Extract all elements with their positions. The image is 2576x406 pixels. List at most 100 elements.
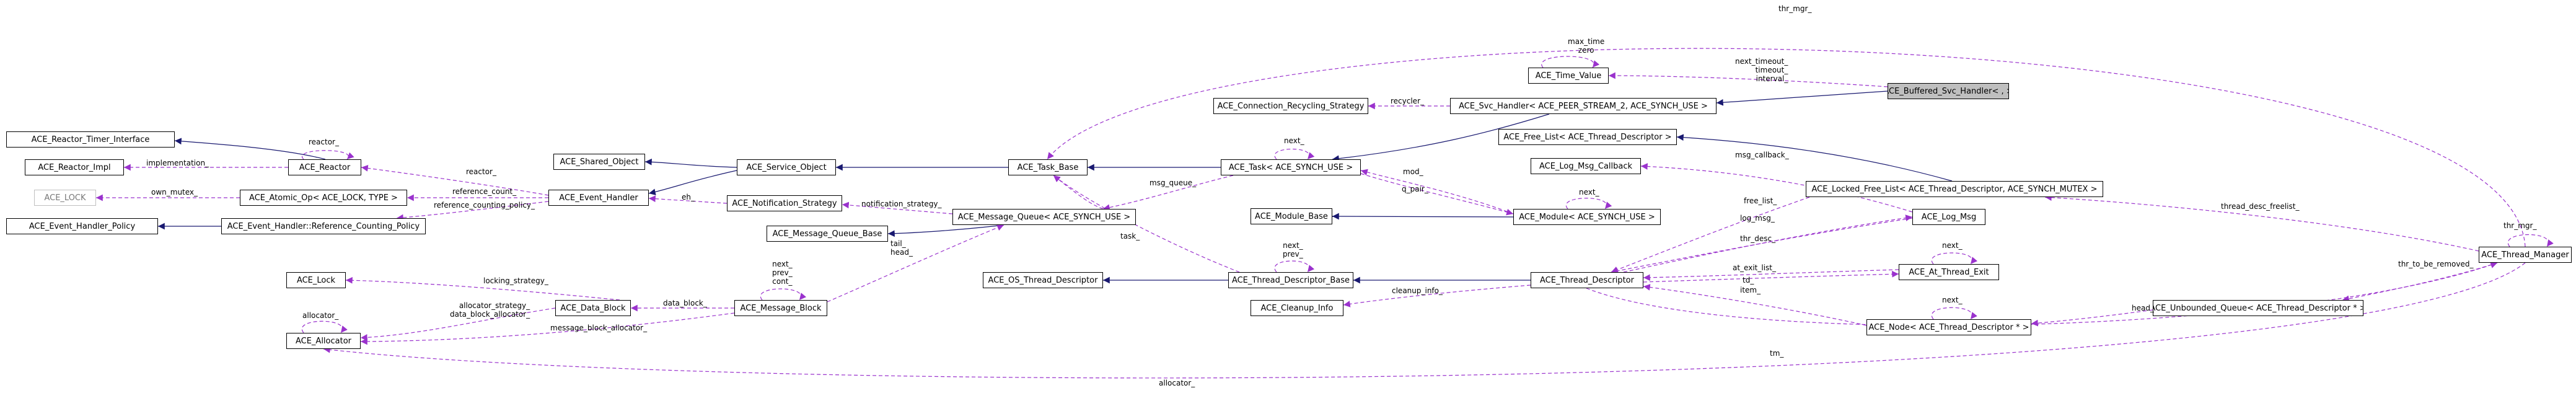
edge-label-next-prev-cont: next_ prev_ cont_: [772, 260, 793, 286]
node-ace-event-handler-policy[interactable]: ACE_Event_Handler_Policy: [6, 218, 158, 234]
node-ace-event-handler[interactable]: ACE_Event_Handler: [548, 190, 649, 206]
node-ace-message-queue[interactable]: ACE_Message_Queue< ACE_SYNCH_USE >: [952, 209, 1136, 225]
edge-label-notification-strategy: notification_strategy_: [861, 200, 942, 208]
edge-task-module: [1360, 169, 1514, 214]
edge-tdb-taskbase: [1053, 175, 1240, 273]
edge-notif-eh: [648, 195, 728, 204]
edge-label-recycler: recycler_: [1391, 97, 1424, 105]
node-ace-buffered-svc-handler[interactable]: ACE_Buffered_Svc_Handler< , >: [1888, 83, 2009, 99]
edge-label-td: td_: [1743, 276, 1754, 285]
edge-label-item: item_: [1740, 286, 1761, 294]
edge-mb-mq: [827, 224, 1004, 302]
edge-module-self: [1565, 198, 1612, 210]
edge-mb-allocator: [360, 312, 735, 345]
node-ace-message-block[interactable]: ACE_Message_Block: [734, 300, 827, 316]
edge-thrmgr-lfl: [2044, 194, 2479, 252]
edge-label-next-module: next_: [1579, 188, 1599, 196]
edge-mq-to-mqbase: [887, 224, 1004, 237]
edge-label-thr-to-be-removed: thr_to_be_removed_: [2398, 260, 2474, 268]
edge-label-locking-strategy: locking_strategy_: [483, 276, 548, 285]
edge-label-msg-callback: msg_callback_: [1735, 151, 1789, 159]
node-ace-module[interactable]: ACE_Module< ACE_SYNCH_USE >: [1513, 209, 1661, 225]
edge-label-allocator-self: allocator_: [302, 311, 339, 320]
edge-buffered-to-svc: [1716, 90, 1888, 106]
edge-thrmgr-allocator: [323, 262, 2526, 379]
edge-reactor-to-timer-interface: [174, 138, 326, 160]
edge-allocator-self: [301, 320, 348, 333]
node-ace-lock[interactable]: ACE_Lock: [286, 272, 346, 288]
edge-eh-rcp: [396, 201, 549, 221]
edge-label-at-exit-list: at_exit_list_: [1733, 263, 1776, 272]
node-ace-service-object[interactable]: ACE_Service_Object: [737, 159, 836, 175]
node-ace-reactor-impl[interactable]: ACE_Reactor_Impl: [25, 159, 124, 175]
edge-label-reference-count: reference_count_: [452, 187, 517, 196]
node-ace-node-thread-descriptor[interactable]: ACE_Node< ACE_Thread_Descriptor * >: [1866, 319, 2031, 335]
node-ace-thread-descriptor[interactable]: ACE_Thread_Descriptor: [1531, 272, 1643, 288]
edge-label-free-list: free_list_: [1744, 196, 1777, 205]
edge-label-next-prev-tdb: next_ prev_: [1283, 241, 1303, 258]
node-ace-thread-descriptor-base[interactable]: ACE_Thread_Descriptor_Base: [1228, 272, 1353, 288]
edge-label-next-node: next_: [1942, 296, 1963, 304]
node-ace-event-handler-rcp[interactable]: ACE_Event_Handler::Reference_Counting_Po…: [221, 218, 426, 234]
edge-label-next-ate: next_: [1942, 241, 1963, 250]
edge-label-message-block-allocator: message_block_allocator_: [550, 324, 648, 332]
edge-label-head: head_: [2132, 304, 2154, 312]
node-ace-unbounded-queue[interactable]: ACE_Unbounded_Queue< ACE_Thread_Descript…: [2153, 300, 2363, 316]
edge-task-self: [1274, 148, 1315, 160]
node-ace-log-msg[interactable]: ACE_Log_Msg: [1912, 209, 1985, 225]
edge-thrmgr-top: [1047, 48, 2526, 247]
node-ace-thread-manager[interactable]: ACE_Thread_Manager: [2479, 247, 2572, 263]
node-ace-atomic-op[interactable]: ACE_Atomic_Op< ACE_LOCK, TYPE >: [240, 190, 407, 206]
edge-eh-to-shared: [644, 158, 737, 168]
edge-label-q-pair: q_pair_: [1402, 185, 1428, 193]
node-ace-os-thread-descriptor[interactable]: ACE_OS_Thread_Descriptor: [983, 272, 1103, 288]
node-ace-log-msg-callback[interactable]: ACE_Log_Msg_Callback: [1531, 158, 1641, 174]
edge-label-reactor-eh: reactor_: [466, 167, 496, 176]
edge-module-task: [1360, 173, 1514, 216]
edge-label-next-timeout: next_timeout_ timeout_ interval_: [1735, 57, 1788, 83]
node-ace-task-base[interactable]: ACE_Task_Base: [1008, 159, 1088, 175]
edge-label-cleanup-info: cleanup_info_: [1392, 286, 1443, 295]
edge-module-to-base: [1332, 213, 1514, 220]
node-ace-locked-free-list[interactable]: ACE_Locked_Free_List< ACE_Thread_Descrip…: [1806, 181, 2103, 197]
node-ace-time-value[interactable]: ACE_Time_Value: [1528, 68, 1609, 84]
node-ace-lock-type[interactable]: ACE_LOCK: [34, 190, 96, 206]
edge-label-allocator-bottom: allocator_: [1159, 379, 1195, 387]
node-ace-reactor-timer-interface[interactable]: ACE_Reactor_Timer_Interface: [6, 131, 175, 148]
edge-label-own-mutex: own_mutex_: [151, 188, 198, 196]
edge-reactor-self: [301, 150, 354, 160]
edge-label-implementation: implementation_: [146, 159, 209, 167]
node-ace-svc-handler[interactable]: ACE_Svc_Handler< ACE_PEER_STREAM_2, ACE_…: [1450, 98, 1717, 114]
node-ace-module-base[interactable]: ACE_Module_Base: [1251, 208, 1332, 224]
edge-label-tail-head: tail_ head_: [890, 239, 913, 257]
edge-label-tm: tm_: [1770, 349, 1784, 358]
edge-td-ate: [1643, 270, 1899, 283]
edge-td-cleanup: [1343, 285, 1531, 307]
edge-label-mod: mod_: [1403, 167, 1423, 176]
node-ace-connection-recycling-strategy[interactable]: ACE_Connection_Recycling_Strategy: [1213, 98, 1368, 114]
edge-td-thrmgr: [1586, 262, 2498, 326]
node-ace-shared-object[interactable]: ACE_Shared_Object: [553, 154, 645, 170]
edge-task-msgqueue: [1102, 175, 1234, 211]
edge-label-thr-mgr-top: thr_mgr_: [1778, 4, 1812, 13]
edge-node-td: [1643, 284, 1867, 326]
edge-label-allocator-strategy: allocator_strategy_ data_block_allocator…: [450, 301, 530, 319]
edge-label-eh: eh_: [682, 193, 695, 201]
node-ace-reactor[interactable]: ACE_Reactor: [288, 159, 361, 175]
node-ace-data-block[interactable]: ACE_Data_Block: [555, 300, 631, 316]
edge-logmsg-callback: [1640, 163, 1913, 213]
node-ace-notification-strategy[interactable]: ACE_Notification_Strategy: [727, 195, 842, 211]
node-ace-task[interactable]: ACE_Task< ACE_SYNCH_USE >: [1221, 159, 1361, 175]
node-ace-cleanup-info[interactable]: ACE_Cleanup_Info: [1251, 300, 1343, 316]
node-ace-message-queue-base[interactable]: ACE_Message_Queue_Base: [767, 226, 888, 242]
node-ace-free-list[interactable]: ACE_Free_List< ACE_Thread_Descriptor >: [1498, 129, 1677, 145]
edge-label-log-msg: log_msg_: [1740, 214, 1775, 223]
node-ace-allocator[interactable]: ACE_Allocator: [286, 333, 361, 349]
edge-label-thr-mgr-self: thr_mgr_: [2503, 221, 2537, 230]
edge-eh-reactor: [361, 165, 549, 196]
edge-ate-td: [1643, 269, 1899, 281]
node-ace-at-thread-exit[interactable]: ACE_At_Thread_Exit: [1899, 264, 1999, 280]
edge-label-reactor-self: reactor_: [309, 138, 339, 146]
edge-label-task: task_: [1120, 232, 1140, 241]
edge-timevalue-self: [1541, 56, 1600, 68]
